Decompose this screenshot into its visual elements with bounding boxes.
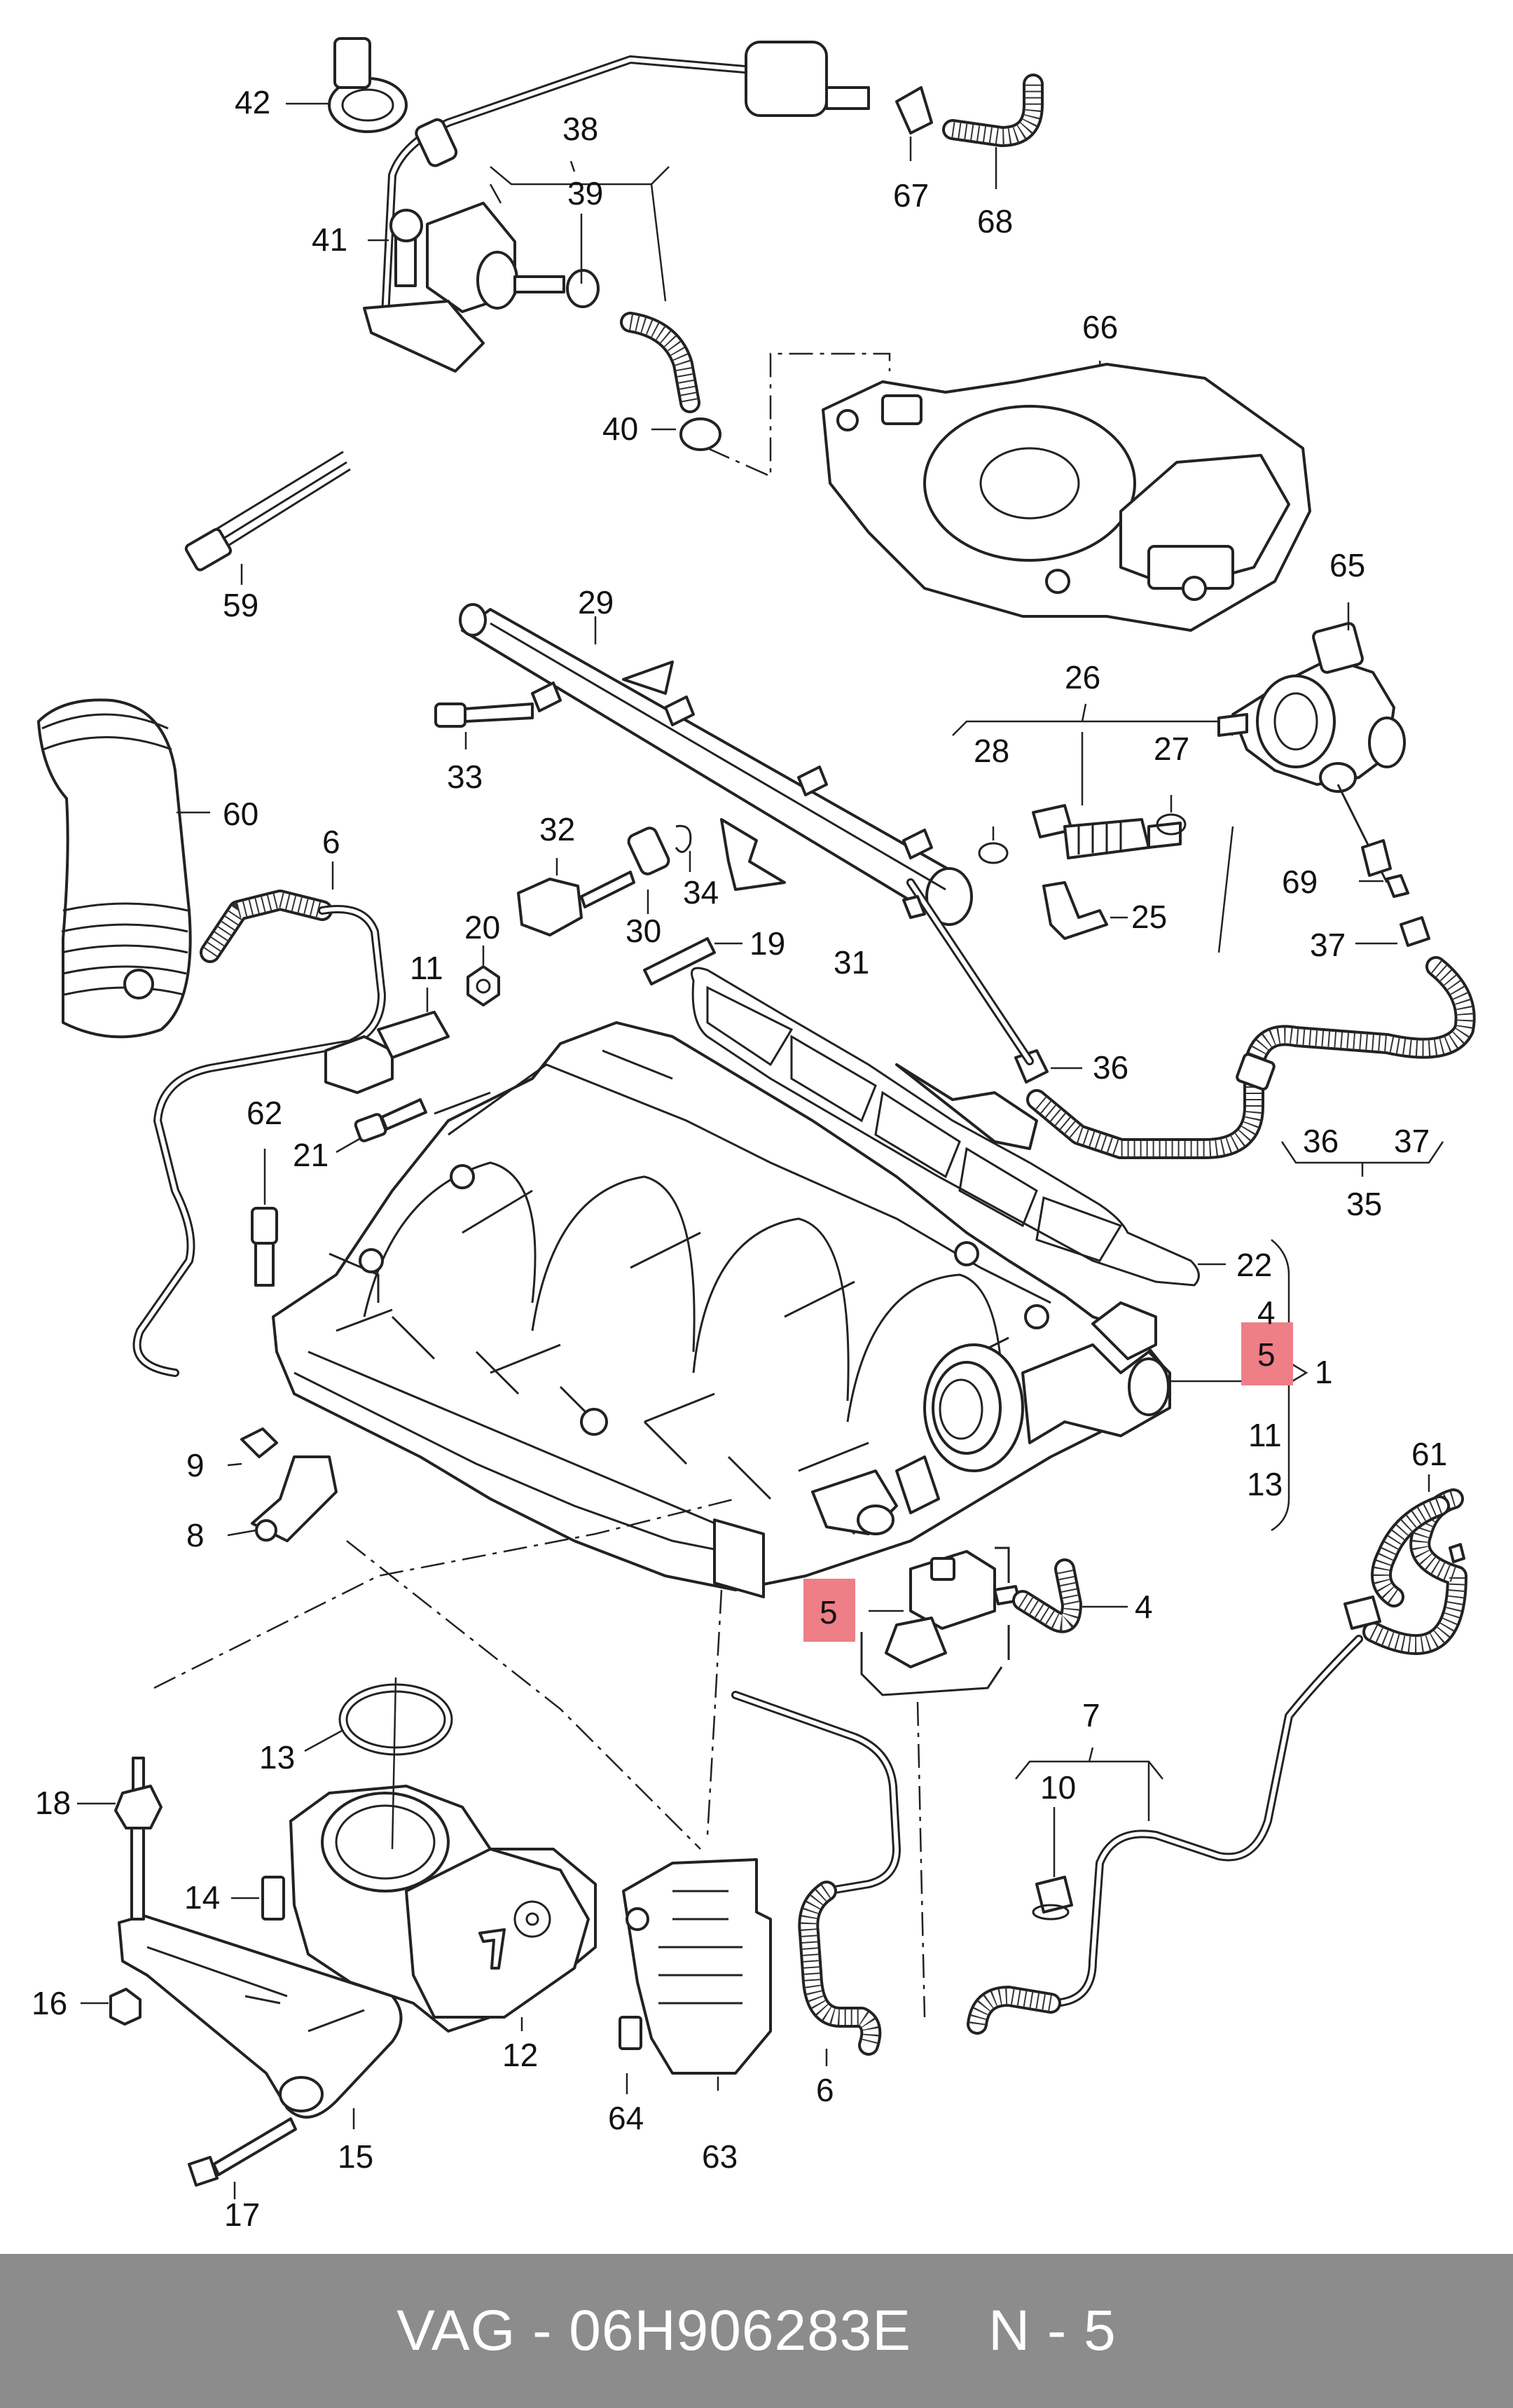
- callout-64: 64: [608, 2100, 644, 2136]
- hose-6-lower: [731, 1691, 901, 2066]
- callout-21: 21: [293, 1137, 329, 1173]
- callout-19: 19: [749, 925, 785, 962]
- oil-separator-cover-66: [822, 363, 1311, 632]
- callout-36-mid: 36: [1093, 1049, 1128, 1086]
- valve-body-38: [363, 202, 600, 373]
- callout-1: 1: [1315, 1354, 1333, 1390]
- gasket-22: [691, 967, 1226, 1287]
- sensor-11: [324, 988, 450, 1094]
- callout-16: 16: [32, 1985, 67, 2021]
- callout-39: 39: [567, 175, 603, 212]
- highlight-5-left: [803, 1579, 855, 1642]
- sensor-8: [227, 1427, 338, 1542]
- callout-34: 34: [683, 874, 719, 911]
- callout-26: 26: [1065, 659, 1100, 696]
- callout-5-left: 5: [820, 1594, 838, 1631]
- bolt-33: [434, 703, 534, 749]
- callout-40: 40: [602, 410, 638, 447]
- callout-38: 38: [562, 111, 598, 147]
- callout-65: 65: [1329, 547, 1365, 583]
- callout-59: 59: [223, 587, 258, 623]
- callout-6-lower: 6: [816, 2072, 834, 2108]
- callout-33: 33: [447, 759, 483, 795]
- callout-7: 7: [1082, 1697, 1100, 1734]
- callout-66: 66: [1082, 309, 1118, 345]
- callout-27: 27: [1154, 731, 1189, 767]
- callout-11-lower: 11: [1248, 1417, 1282, 1453]
- callout-37-lower: 37: [1394, 1123, 1430, 1159]
- hose-6-upper: [132, 862, 386, 1377]
- bracket-1-group: [1271, 1239, 1308, 1532]
- callout-15: 15: [338, 2138, 373, 2175]
- flap-actuator-5: [923, 1301, 1247, 1472]
- vacuum-line-assembly: [328, 37, 1044, 451]
- callout-12: 12: [502, 2037, 538, 2073]
- parts-diagram: 42 38 39 41 40 67 68 66 59 29 65 26 28 2…: [32, 37, 1476, 2233]
- hp-line-35: [902, 784, 1476, 1177]
- callout-30: 30: [626, 913, 661, 949]
- stud-19: [643, 937, 742, 985]
- bolt-21: [336, 1098, 427, 1154]
- callout-25: 25: [1131, 899, 1167, 935]
- callout-13-lower: 13: [259, 1739, 295, 1776]
- callout-11-upper: 11: [410, 950, 443, 986]
- callout-14: 14: [184, 1879, 220, 1916]
- sensor-32: [517, 824, 692, 936]
- cover-63: [619, 1589, 926, 2094]
- page-reference: N - 5: [988, 2299, 1117, 2362]
- callout-20: 20: [464, 909, 500, 946]
- callout-4-upper: 4: [1257, 1294, 1276, 1331]
- callout-67: 67: [893, 177, 929, 214]
- leader-lines-top: [286, 102, 1105, 478]
- vacuum-line-7: [967, 1474, 1467, 2035]
- part-number-footer: VAG - 06H906283E N - 5: [0, 2254, 1513, 2408]
- throttle-body-12: [231, 1677, 597, 2033]
- callout-36-lower: 36: [1303, 1123, 1339, 1159]
- callout-37-upper: 37: [1310, 927, 1346, 963]
- bracket-15: [77, 1497, 736, 2199]
- callout-6-upper: 6: [322, 824, 340, 860]
- solenoid-valve-5: [860, 1546, 1128, 1696]
- hp-pump-65: [1217, 602, 1406, 793]
- callout-61: 61: [1411, 1436, 1447, 1472]
- callout-69: 69: [1282, 864, 1318, 900]
- part-number: VAG - 06H906283E: [396, 2299, 911, 2362]
- callout-17: 17: [224, 2196, 260, 2233]
- callout-labels: 42 38 39 41 40 67 68 66 59 29 65 26 28 2…: [32, 84, 1447, 2233]
- highlight-5-right: [1241, 1322, 1293, 1385]
- callout-8: 8: [186, 1517, 205, 1554]
- callout-22: 22: [1236, 1247, 1272, 1283]
- callout-42: 42: [235, 84, 270, 120]
- callout-18: 18: [35, 1785, 71, 1821]
- callout-5-right: 5: [1257, 1336, 1276, 1373]
- callout-9: 9: [186, 1447, 205, 1483]
- callout-35: 35: [1346, 1186, 1382, 1222]
- fuel-rail-29: [459, 603, 973, 926]
- nut-20: [467, 946, 500, 1006]
- sensor-62: [251, 1149, 278, 1287]
- callout-28: 28: [974, 733, 1009, 769]
- callout-13-upper: 13: [1247, 1466, 1283, 1502]
- callout-31: 31: [834, 944, 869, 981]
- callout-29: 29: [578, 584, 614, 621]
- callout-41: 41: [312, 221, 347, 258]
- cable-ties-59: [184, 450, 351, 585]
- callout-68: 68: [977, 203, 1013, 240]
- callout-63: 63: [702, 2138, 738, 2175]
- injector-26: [952, 703, 1234, 953]
- callout-10: 10: [1040, 1769, 1076, 1806]
- callout-32: 32: [539, 811, 575, 847]
- clamp-42: [328, 37, 408, 133]
- callout-62: 62: [247, 1095, 282, 1131]
- callout-4-lower: 4: [1135, 1589, 1153, 1625]
- callout-60: 60: [223, 796, 258, 832]
- air-hose-60: [37, 698, 210, 1039]
